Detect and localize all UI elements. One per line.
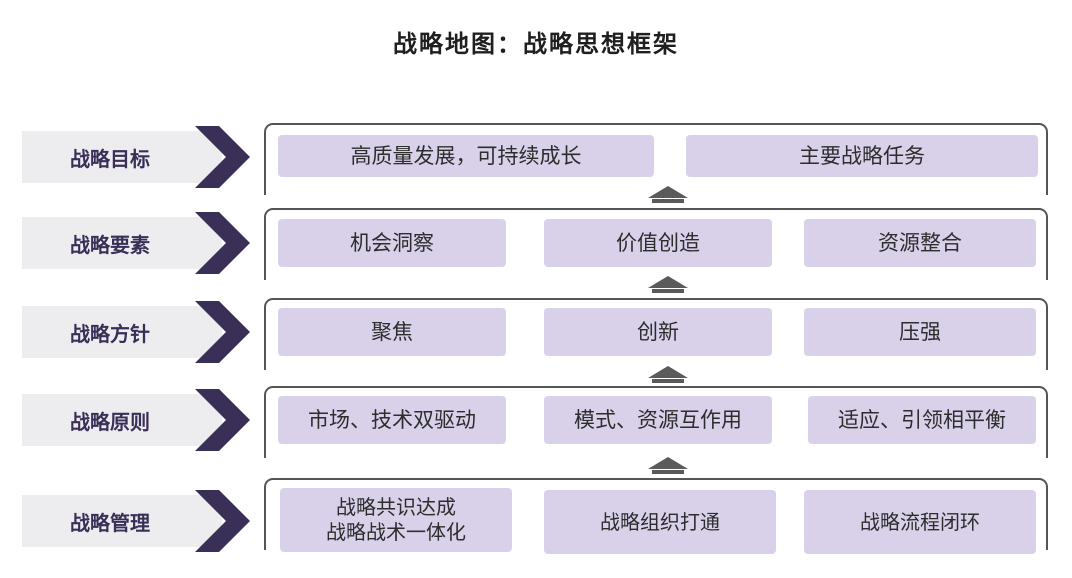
chevron-right-icon — [195, 389, 250, 451]
row-label-strategic-management: 战略管理 — [22, 495, 222, 547]
row-label-strategic-policy: 战略方针 — [22, 306, 222, 358]
row-label-strategic-elements: 战略要素 — [22, 217, 222, 269]
management-box-consensus-line1: 战略共识达成 — [336, 495, 456, 519]
policy-box-innovation: 创新 — [544, 308, 772, 356]
row-bracket — [264, 123, 1048, 195]
arrow-up-icon — [648, 457, 688, 474]
chevron-right-icon — [195, 126, 250, 188]
goal-box-high-quality: 高质量发展，可持续成长 — [278, 135, 654, 177]
chevron-right-icon — [195, 212, 250, 274]
page-title: 战略地图：战略思想框架 — [393, 30, 679, 58]
management-box-process: 战略流程闭环 — [804, 490, 1036, 554]
goal-box-main-tasks: 主要战略任务 — [686, 135, 1038, 177]
management-box-consensus: 战略共识达成 战略战术一体化 — [280, 488, 512, 552]
element-box-resource: 资源整合 — [804, 219, 1036, 267]
chevron-right-icon — [195, 490, 250, 552]
element-box-value: 价值创造 — [544, 219, 772, 267]
arrow-up-icon — [648, 186, 688, 203]
row-bracket — [264, 208, 1048, 280]
arrow-up-icon — [648, 276, 688, 293]
row-bracket — [264, 298, 1048, 370]
principle-box-adapt-lead: 适应、引领相平衡 — [808, 396, 1036, 444]
principle-box-model-resource: 模式、资源互作用 — [544, 396, 772, 444]
row-label-strategic-goal: 战略目标 — [22, 131, 222, 183]
chevron-right-icon — [195, 301, 250, 363]
arrow-up-icon — [648, 366, 688, 383]
element-box-opportunity: 机会洞察 — [278, 219, 506, 267]
management-box-consensus-line2: 战略战术一体化 — [326, 520, 466, 544]
row-label-strategic-principles: 战略原则 — [22, 394, 222, 446]
row-bracket — [264, 478, 1048, 550]
policy-box-focus: 聚焦 — [278, 308, 506, 356]
principle-box-market-tech: 市场、技术双驱动 — [278, 396, 506, 444]
row-bracket — [264, 386, 1048, 458]
policy-box-pressure: 压强 — [804, 308, 1036, 356]
management-box-organization: 战略组织打通 — [544, 490, 776, 554]
